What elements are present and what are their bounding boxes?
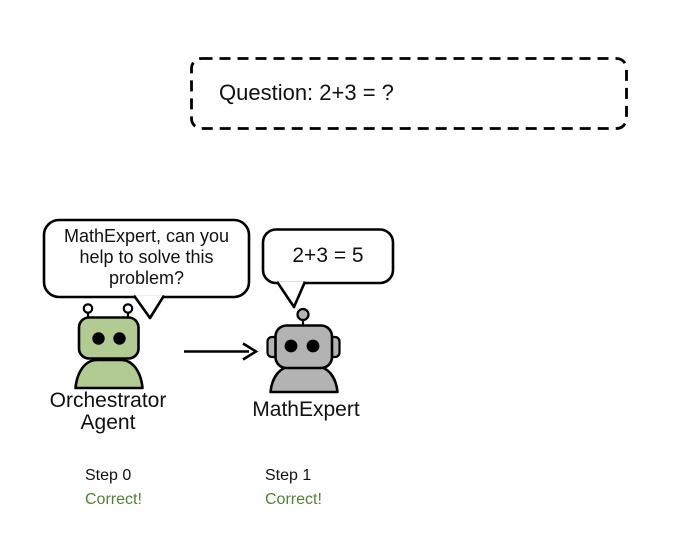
orchestrator-robot-eye-left bbox=[92, 332, 105, 345]
orchestrator-robot-icon bbox=[74, 303, 144, 390]
orchestrator-robot-head bbox=[77, 316, 140, 360]
mathexpert-robot-body bbox=[269, 365, 339, 394]
step-1-label: Step 1 bbox=[265, 467, 312, 484]
orchestrator-robot-body bbox=[74, 358, 144, 390]
mathexpert-label: MathExpert bbox=[252, 398, 360, 421]
orchestrator-speech-bubble-tail bbox=[132, 294, 166, 320]
step-1-status: Correct! bbox=[265, 491, 322, 508]
arrow-head bbox=[242, 342, 259, 361]
mathexpert-speech-text: 2+3 = 5 bbox=[292, 244, 364, 267]
orchestrator-speech-text: MathExpert, can you help to solve this p… bbox=[63, 226, 230, 288]
arrow-icon bbox=[184, 342, 259, 361]
step-0-status: Correct! bbox=[85, 491, 142, 508]
mathexpert-robot-eye-left bbox=[284, 339, 298, 353]
mathexpert-robot-icon bbox=[266, 307, 341, 394]
question-text: Question: 2+3 = ? bbox=[219, 80, 394, 105]
step-0-label: Step 0 bbox=[85, 467, 132, 484]
mathexpert-speech-bubble bbox=[261, 228, 395, 285]
mathexpert-robot-antenna-ball bbox=[296, 307, 310, 322]
mathexpert-robot-eye-right bbox=[306, 339, 320, 353]
orchestrator-robot-eye-right bbox=[113, 332, 126, 345]
mathexpert-robot-head bbox=[274, 324, 334, 370]
mathexpert-speech-bubble-tail bbox=[275, 280, 307, 309]
orchestrator-robot-antenna-ball-left bbox=[82, 303, 94, 314]
question-box-outline bbox=[190, 57, 628, 130]
orchestrator-label: Orchestrator Agent bbox=[49, 389, 167, 434]
orchestrator-robot-antenna-ball-right bbox=[122, 303, 134, 314]
